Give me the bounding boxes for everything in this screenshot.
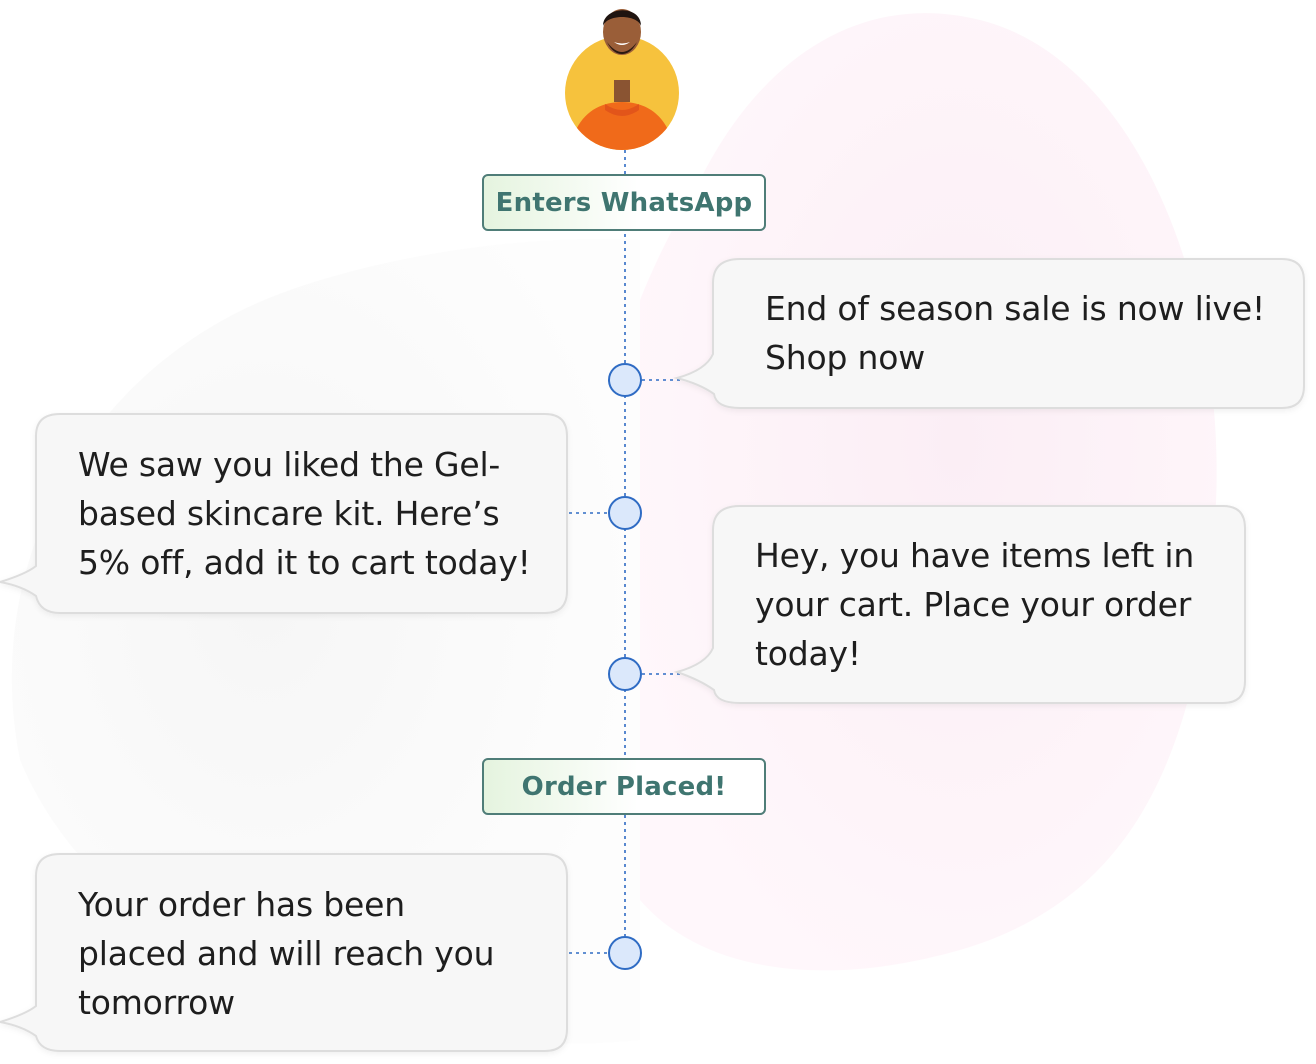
- customer-avatar: [565, 9, 679, 150]
- message-bubble-skincare: We saw you liked the Gel-based skincare …: [78, 440, 548, 587]
- bubble-shape-order: [0, 853, 568, 1052]
- timeline-node-sale: [608, 363, 642, 397]
- pink-blob: [640, 13, 1217, 971]
- enters-whatsapp-badge: Enters WhatsApp: [482, 174, 766, 231]
- start-label: Enters WhatsApp: [495, 187, 753, 218]
- message-text-skincare: We saw you liked the Gel-based skincare …: [78, 445, 531, 582]
- timeline-node-skincare: [608, 496, 642, 530]
- end-label: Order Placed!: [521, 771, 727, 802]
- customer-avatar-icon: [565, 36, 679, 150]
- message-text-order: Your order has been placed and will reac…: [78, 885, 495, 1022]
- timeline-node-order: [608, 936, 642, 970]
- order-placed-badge: Order Placed!: [482, 758, 766, 815]
- message-text-sale: End of season sale is now live! Shop now: [765, 289, 1266, 377]
- message-bubble-cart: Hey, you have items left in your cart. P…: [755, 531, 1220, 678]
- message-bubble-order: Your order has been placed and will reac…: [78, 880, 518, 1027]
- bubble-shape-sale: [673, 258, 1305, 409]
- message-text-cart: Hey, you have items left in your cart. P…: [755, 536, 1195, 673]
- timeline-node-cart: [608, 657, 642, 691]
- bubble-shape-skincare: [0, 413, 568, 614]
- bubble-shape-cart: [673, 505, 1246, 704]
- message-bubble-sale: End of season sale is now live! Shop now: [765, 284, 1285, 382]
